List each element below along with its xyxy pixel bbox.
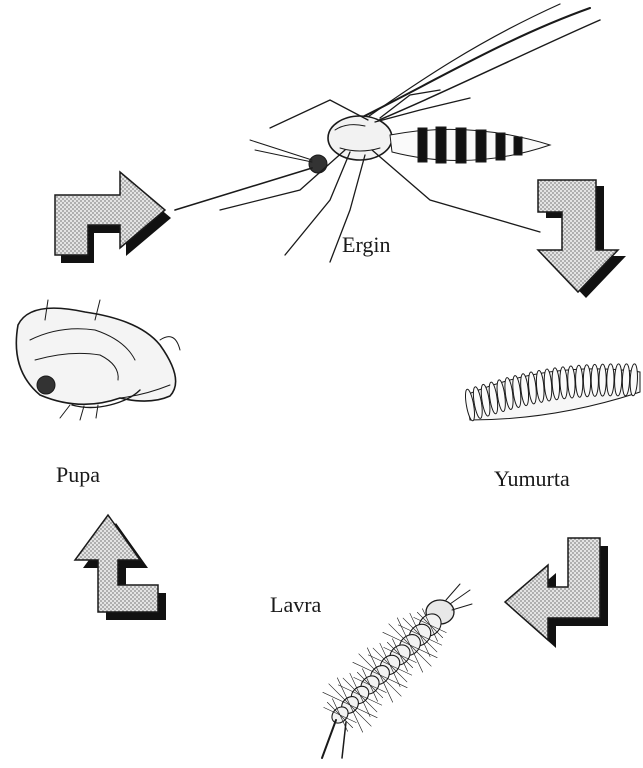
- egg: [607, 364, 615, 396]
- egg-raft-illustration: [464, 364, 640, 422]
- egg: [614, 364, 622, 396]
- larva-bristle: [350, 705, 371, 726]
- larva-bristle: [389, 624, 410, 645]
- egg: [591, 364, 598, 396]
- larva-bristle: [410, 645, 431, 666]
- arrow-adult-to-egg: [538, 180, 626, 298]
- larva-bristle: [329, 684, 350, 705]
- pupa-illustration: [16, 300, 180, 420]
- arrow-larva-to-pupa: [75, 515, 166, 620]
- stage-label-larva: Lavra: [270, 592, 321, 618]
- larva-bristle: [343, 678, 360, 695]
- larva-bristle: [380, 675, 401, 696]
- stage-label-pupa: Pupa: [56, 462, 100, 488]
- arrow-pupa-to-adult: [55, 172, 171, 263]
- egg: [599, 364, 606, 396]
- arrow-egg-to-larva: [505, 538, 608, 648]
- larva-bristle: [360, 695, 377, 712]
- larva-bristle: [359, 654, 380, 675]
- adult-mosquito-illustration: [175, 4, 600, 262]
- egg: [583, 365, 591, 397]
- larva-illustration: [322, 584, 472, 758]
- stage-label-adult: Ergin: [342, 232, 390, 258]
- stage-label-egg: Yumurta: [494, 466, 570, 492]
